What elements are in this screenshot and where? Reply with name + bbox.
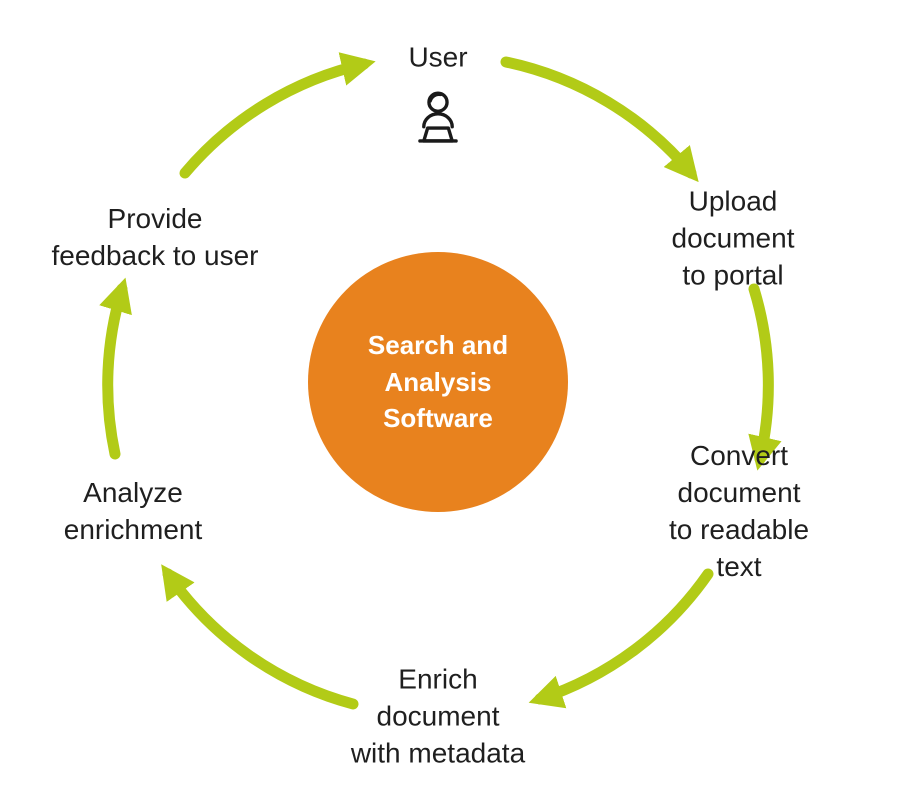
step-feedback-label: Provide feedback to user [51,203,259,271]
arrow-feedback-to-user [179,52,376,179]
arrow-user-to-upload [500,56,699,183]
step-user [407,88,469,150]
arrow-upload-to-convert [748,283,782,471]
step-upload-label: Upload document to portal [671,185,795,291]
step-analyze-label: Analyze enrichment [63,477,203,545]
center-circle: Search and Analysis Software [308,252,568,512]
arrow-analyze-to-feedback [99,277,132,460]
center-label: Search and Analysis Software [367,330,509,434]
step-enrich-label: Enrich document with metadata [350,663,526,769]
user-at-laptop-icon [418,91,458,143]
arrow-convert-to-enrich [528,568,714,709]
step-user-label: User [408,41,468,73]
step-convert-label: Convert document to readable text [668,440,810,582]
arrow-enrich-to-analyze [161,564,359,710]
